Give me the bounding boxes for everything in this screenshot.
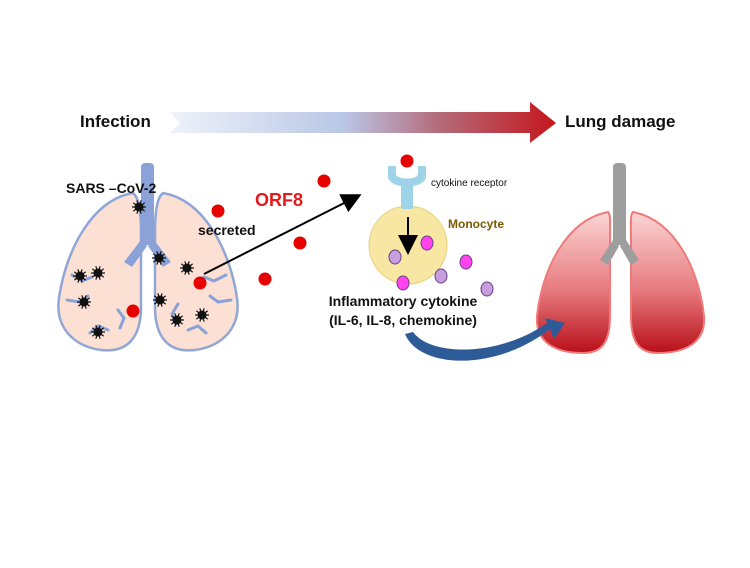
right-lung xyxy=(153,191,239,352)
cytokine-dot-icon xyxy=(459,254,473,270)
cytokine-examples-label: (IL-6, IL-8, chemokine) xyxy=(329,312,477,328)
virus-icon xyxy=(91,325,105,339)
lung-damage-label: Lung damage xyxy=(565,112,676,131)
cytokine-receptor-label: cytokine receptor xyxy=(431,178,508,189)
protein-dot-icon xyxy=(126,304,140,318)
virus-icon xyxy=(152,251,166,265)
protein-dot-icon xyxy=(317,174,331,188)
infection-label: Infection xyxy=(80,112,151,131)
damage-curve-arrow xyxy=(405,320,555,361)
virus-icon xyxy=(170,313,184,327)
left-damaged-lung xyxy=(535,210,612,355)
cytokine-dot-icon xyxy=(388,249,402,265)
virus-label: SARS –CoV-2 xyxy=(66,180,157,196)
orf8-protein-dots xyxy=(126,154,414,318)
right-damaged-lung xyxy=(629,210,706,355)
cytokine-receptor-icon xyxy=(388,166,426,209)
virus-icon xyxy=(180,261,194,275)
progression-arrow xyxy=(170,102,556,143)
protein-dot-icon xyxy=(258,272,272,286)
inflammatory-cytokine-label: Inflammatory cytokine xyxy=(328,293,478,309)
cytokine-dot-icon xyxy=(420,235,434,251)
gray-airway xyxy=(600,163,639,265)
protein-dot-icon xyxy=(293,236,307,250)
protein-dot-icon xyxy=(400,154,414,168)
secreted-label: secreted xyxy=(198,222,256,238)
orf8-label: ORF8 xyxy=(255,190,304,210)
cytokine-dot-icon xyxy=(480,281,494,297)
virus-icon xyxy=(132,200,146,214)
virus-icon xyxy=(91,266,105,280)
monocyte-label: Monocyte xyxy=(448,217,505,231)
cytokine-dots xyxy=(388,235,494,297)
cytokine-dot-icon xyxy=(396,275,410,291)
virus-icon xyxy=(195,308,209,322)
protein-dot-icon xyxy=(211,204,225,218)
cytokine-dot-icon xyxy=(434,268,448,284)
virus-particles xyxy=(73,200,209,339)
airway-tree xyxy=(124,163,171,267)
damaged-lungs xyxy=(535,163,706,355)
infected-lungs xyxy=(57,163,239,352)
damage-curve-arrowhead xyxy=(545,318,565,339)
virus-icon xyxy=(77,295,91,309)
protein-dot-icon xyxy=(193,276,207,290)
virus-icon xyxy=(73,269,87,283)
secretion-arrow xyxy=(203,194,362,275)
virus-icon xyxy=(153,293,167,307)
